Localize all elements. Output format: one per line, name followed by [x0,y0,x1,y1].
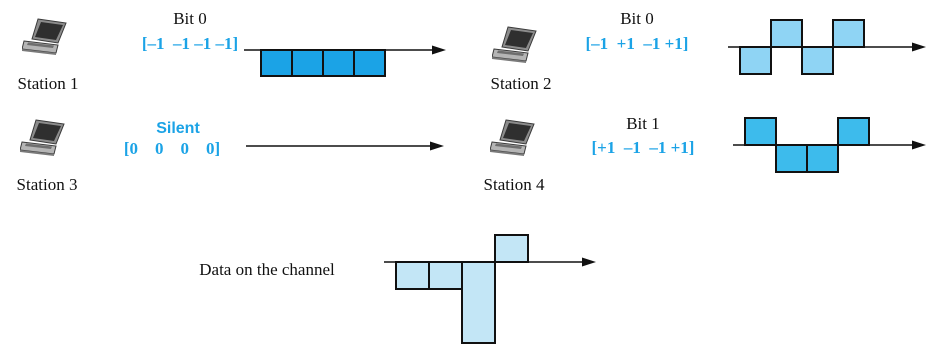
chip-bar [837,117,870,146]
chip-bar [832,19,865,48]
chip-bar [461,261,496,344]
chip-bar [806,144,839,173]
axis-arrowhead [912,140,926,150]
bit-label: Silent [156,120,200,137]
chip-bar [801,46,834,75]
bit-label: Bit 0 [620,9,654,28]
chip-bar [395,261,430,290]
chip-bar [775,144,808,173]
laptop-icon [490,119,535,157]
station-label: Station 1 [18,74,79,93]
channel-waveform [395,234,529,344]
code-vector: [–1 –1 –1 –1] [142,34,238,53]
station-2-group: Station 2 Bit 0 [–1 +1 –1 +1] [491,9,926,93]
chip-bar [744,117,777,146]
chip-bar [739,46,772,75]
code-vector: [+1 –1 –1 +1] [592,138,695,157]
station-1-group: Station 1 Bit 0 [–1 –1 –1 –1] [18,9,446,93]
chip-bar [260,49,293,77]
laptop-icon [22,18,67,56]
station-label: Station 2 [491,74,552,93]
axis-arrowhead [430,141,444,151]
chip-bar [770,19,803,48]
chip-bar [291,49,324,77]
axis-arrowhead [912,42,926,52]
code-vector: [0 0 0 0] [124,139,220,158]
laptop-icon [20,119,65,157]
station-label: Station 3 [17,175,78,194]
station-4-group: Station 4 Bit 1 [+1 –1 –1 +1] [484,114,926,194]
chip-bar [494,234,529,263]
channel-group: Data on the channel [199,234,596,344]
chip-bar [428,261,463,290]
axis-arrowhead [432,45,446,55]
chip-waveform [744,117,870,173]
axis-arrowhead [582,257,596,267]
station-label: Station 4 [484,175,545,194]
chip-bar [353,49,386,77]
chip-bar [322,49,355,77]
chip-waveform [739,19,865,75]
station-3-group: Station 3 Silent [0 0 0 0] [17,119,444,194]
code-vector: [–1 +1 –1 +1] [586,34,689,53]
channel-label: Data on the channel [199,260,335,279]
bit-label: Bit 1 [626,114,660,133]
chip-waveform [260,49,386,77]
bit-label: Bit 0 [173,9,207,28]
laptop-icon [492,26,537,64]
